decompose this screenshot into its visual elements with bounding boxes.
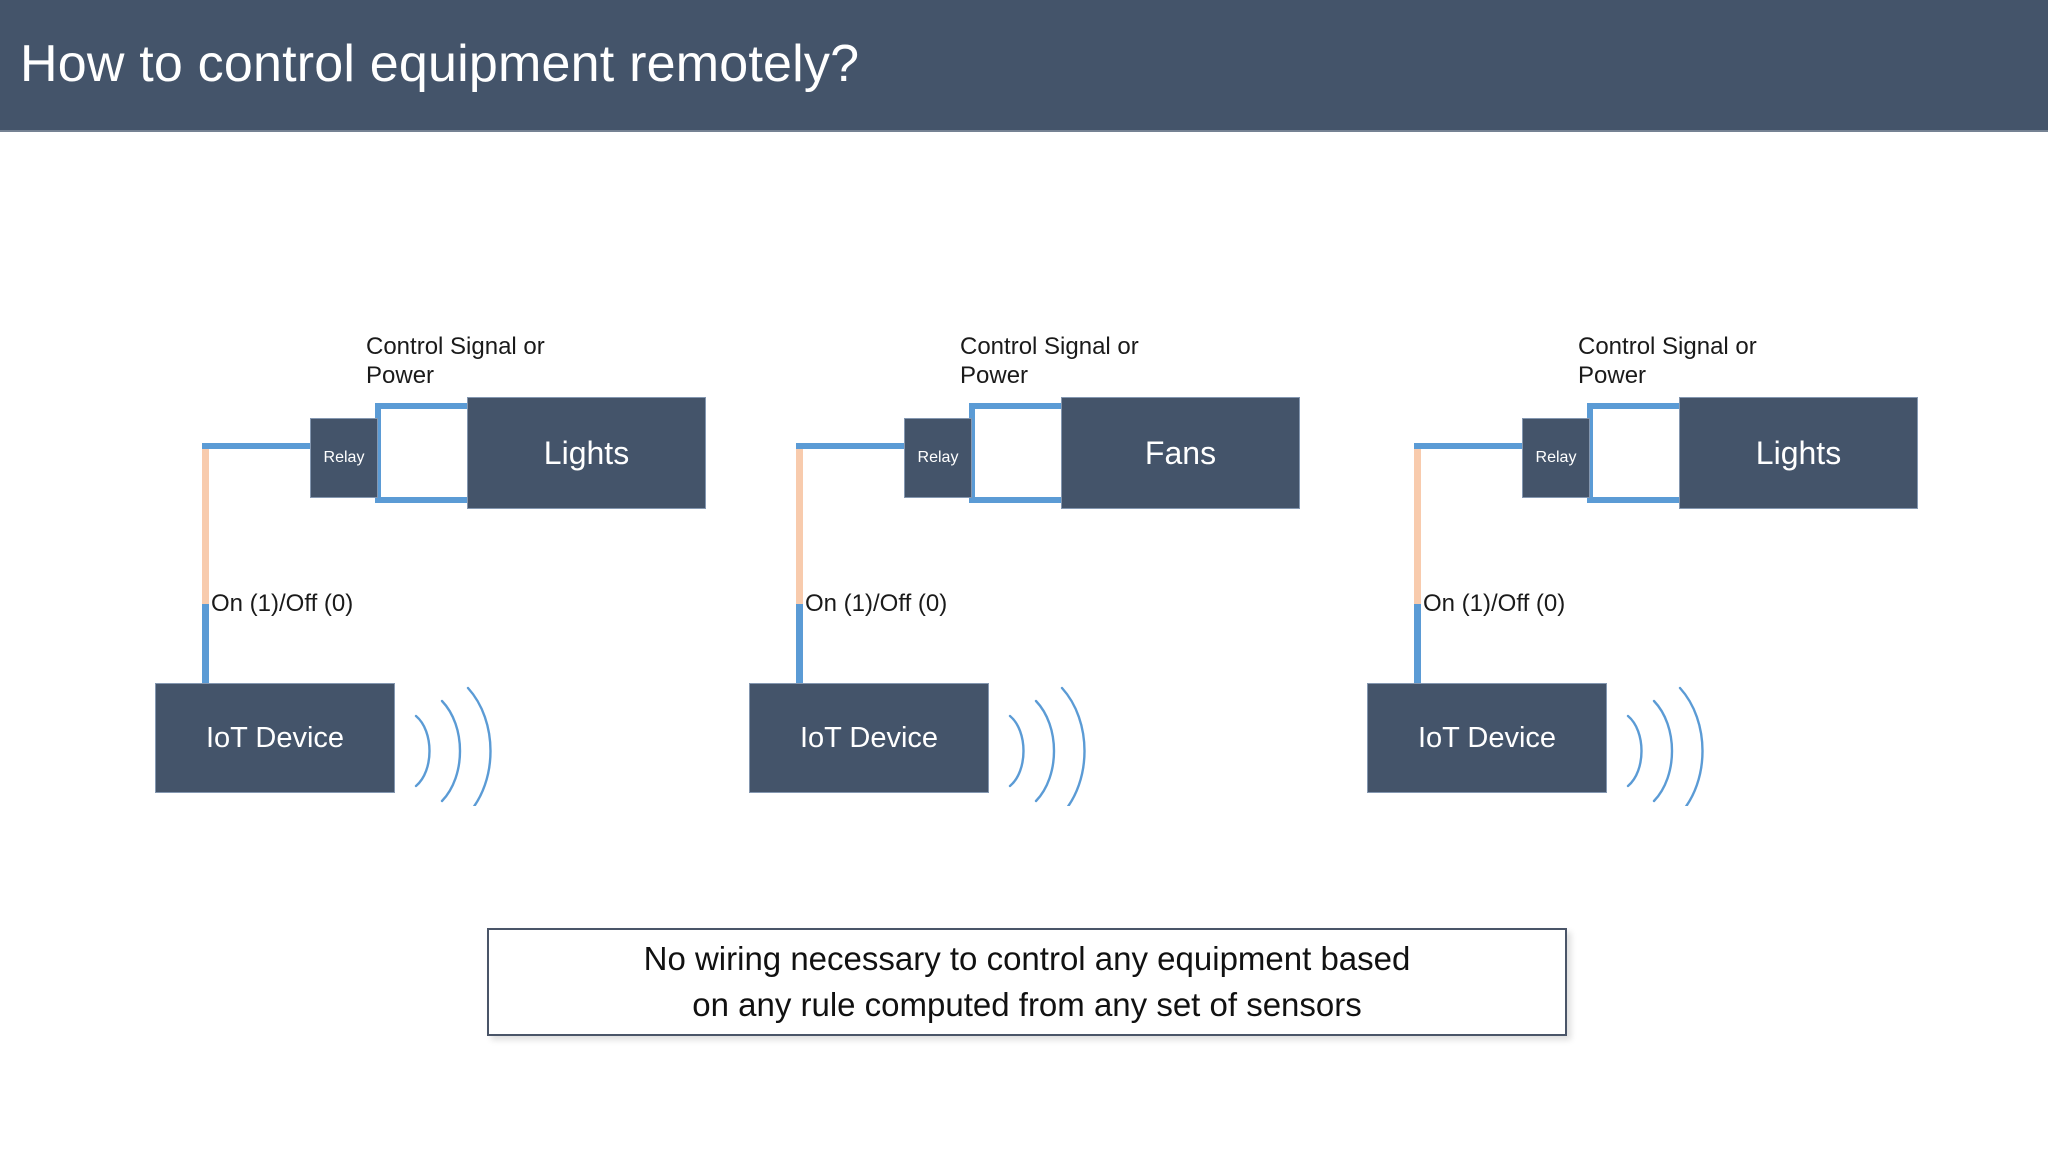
- wireless-waves-icon: [998, 676, 1118, 806]
- relay-bracket-top-wire: [1587, 403, 1685, 409]
- iot-device-box[interactable]: IoT Device: [1367, 683, 1607, 793]
- equipment-box[interactable]: Lights: [467, 397, 706, 509]
- equipment-group-lights-2: Control Signal or Power Relay Lights On …: [1212, 0, 1918, 1152]
- relay-label: Relay: [917, 449, 959, 466]
- relay-box[interactable]: Relay: [1522, 418, 1590, 498]
- relay-label: Relay: [323, 449, 365, 466]
- relay-bracket-vertical: [375, 403, 381, 503]
- signal-wire-vertical: [796, 604, 803, 686]
- wireless-waves-icon: [1616, 676, 1736, 806]
- relay-bracket-top-wire: [375, 403, 473, 409]
- relay-bracket-top-wire: [969, 403, 1067, 409]
- summary-callout-text: No wiring necessary to control any equip…: [643, 940, 1411, 1023]
- relay-bracket-vertical: [969, 403, 975, 503]
- onoff-signal-label: On (1)/Off (0): [805, 590, 948, 617]
- equipment-label: Fans: [1144, 435, 1217, 471]
- iot-device-box[interactable]: IoT Device: [155, 683, 395, 793]
- equipment-label: Lights: [1755, 435, 1842, 471]
- equipment-box[interactable]: Fans: [1061, 397, 1300, 509]
- onoff-signal-label: On (1)/Off (0): [211, 590, 354, 617]
- iot-device-label: IoT Device: [799, 721, 939, 754]
- wireless-waves-icon: [404, 676, 524, 806]
- equipment-group-lights-1: Control Signal or Power Relay Lights On …: [0, 0, 706, 1152]
- signal-wire-vertical: [202, 604, 209, 686]
- signal-wire-horizontal: [202, 443, 314, 449]
- equipment-label: Lights: [543, 435, 630, 471]
- header-divider: [0, 130, 2048, 132]
- equipment-box[interactable]: Lights: [1679, 397, 1918, 509]
- signal-wire-horizontal: [796, 443, 908, 449]
- relay-box[interactable]: Relay: [310, 418, 378, 498]
- power-wire-peach: [1414, 443, 1421, 604]
- relay-label: Relay: [1535, 449, 1577, 466]
- onoff-signal-label: On (1)/Off (0): [1423, 590, 1566, 617]
- iot-device-box[interactable]: IoT Device: [749, 683, 989, 793]
- iot-device-label: IoT Device: [1417, 721, 1557, 754]
- page-title: How to control equipment remotely?: [20, 35, 860, 93]
- signal-wire-horizontal: [1414, 443, 1526, 449]
- relay-bracket-bottom-wire: [969, 497, 1067, 503]
- signal-wire-vertical: [1414, 604, 1421, 686]
- relay-bracket-bottom-wire: [1587, 497, 1685, 503]
- control-signal-label: Control Signal or Power: [1578, 333, 1757, 389]
- iot-device-label: IoT Device: [205, 721, 345, 754]
- header-bar: How to control equipment remotely?: [0, 0, 2048, 132]
- relay-bracket-bottom-wire: [375, 497, 473, 503]
- power-wire-peach: [796, 443, 803, 604]
- relay-box[interactable]: Relay: [904, 418, 972, 498]
- summary-callout-box: No wiring necessary to control any equip…: [487, 928, 1567, 1036]
- relay-bracket-vertical: [1587, 403, 1593, 503]
- equipment-group-fans: Control Signal or Power Relay Fans On (1…: [594, 0, 1300, 1152]
- control-signal-label: Control Signal or Power: [960, 333, 1139, 389]
- power-wire-peach: [202, 443, 209, 604]
- control-signal-label: Control Signal or Power: [366, 333, 545, 389]
